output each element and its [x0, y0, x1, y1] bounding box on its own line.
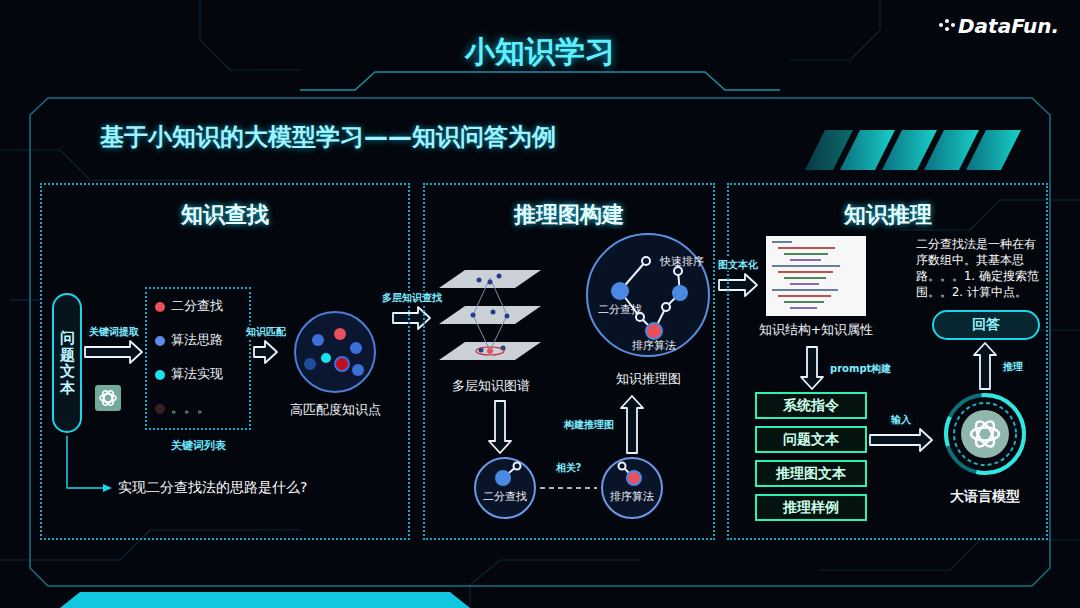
reasoning-graph: 二分查找 快速排序排序算法知识推理图 — [580, 233, 716, 393]
node-text: 。。。 — [171, 400, 249, 416]
flow-arrow — [801, 347, 823, 389]
flow-arrow — [540, 487, 597, 489]
node-text: 关键词列表 — [135, 439, 261, 453]
node-text: 知识结构+知识属性 — [754, 322, 878, 338]
smallB-art — [600, 456, 664, 520]
answer-pill: 回答 — [932, 310, 1040, 340]
node-text: 算法实现 — [171, 366, 249, 382]
layers-art — [433, 258, 548, 376]
list-dot — [155, 370, 165, 380]
match-art — [280, 310, 390, 400]
node-text: 排序算法 — [602, 490, 662, 504]
node-text: 二分查找 — [594, 303, 646, 317]
node-text: 推理图构建 — [425, 201, 713, 229]
flow-arrow — [621, 396, 643, 453]
layered-graph: 多层知识图谱 — [433, 258, 548, 398]
list-dot — [155, 336, 165, 346]
code-art — [760, 236, 872, 318]
prompt-box: 推理图文本 — [755, 460, 867, 487]
node-text: 排序算法 — [628, 339, 680, 353]
keyword-list: 二分查找算法思路算法实现。。。关键词列表 — [145, 287, 251, 465]
node-text: 推理样例 — [783, 499, 839, 517]
smallA-art — [473, 456, 537, 520]
code-line — [784, 253, 828, 255]
code-line — [784, 277, 826, 279]
code-line — [790, 259, 821, 261]
list-dot — [155, 302, 165, 312]
code-line — [772, 241, 792, 243]
knowledge-circle: 高匹配度知识点 — [280, 310, 390, 422]
node-text: 二分查找 — [171, 298, 249, 314]
code-line — [790, 283, 819, 285]
node-text: 问题文本 — [60, 330, 75, 396]
code-line — [778, 247, 835, 249]
flow-arrow — [489, 401, 511, 453]
node-text: 多层知识图谱 — [433, 378, 548, 394]
edge-label: prompt构建 — [828, 362, 893, 375]
page-title: 小知识学习 — [0, 32, 1080, 73]
concept-circle: 排序算法 — [600, 456, 664, 520]
node-text: 回答 — [972, 316, 1000, 334]
code-line — [772, 265, 840, 267]
answer-text: 二分查找法是一种在有序数组中。其基本思路。。。1. 确定搜索范围。。2. 计算中… — [916, 236, 1046, 300]
flow-arrow — [870, 429, 932, 451]
flow-arrow — [974, 343, 996, 389]
node-text: 系统指令 — [783, 397, 839, 415]
node-text: 知识推理图 — [580, 371, 716, 387]
edge-label: 知识匹配 — [244, 325, 288, 338]
concept-circle: 二分查找 — [473, 456, 537, 520]
node-text: 快速排序 — [654, 255, 710, 269]
question-text: 实现二分查找法的思路是什么? — [118, 479, 307, 497]
node-text: 算法思路 — [171, 332, 249, 348]
code-line — [784, 301, 824, 303]
prompt-box: 推理样例 — [755, 494, 867, 521]
edge-label: 推理 — [1001, 360, 1025, 373]
edge-label: 构建推理图 — [562, 418, 616, 431]
node-text: 推理图文本 — [776, 465, 846, 483]
list-dot — [155, 404, 165, 414]
node-text: 知识推理 — [729, 201, 1046, 229]
code-line — [778, 271, 833, 273]
section-panel: 知识查找问题文本 二分查找算法思路算法实现。。。关键词列表 高匹配度知识点 — [40, 183, 410, 540]
node-text: 高匹配度知识点 — [280, 402, 390, 418]
node-text: 知识查找 — [42, 201, 408, 229]
edge-label: 图文本化 — [716, 258, 760, 271]
flow-arrow — [254, 341, 277, 363]
subtitle: 基于小知识的大模型学习——知识问答为例 — [100, 121, 556, 153]
code-line — [772, 289, 838, 291]
code-line — [790, 307, 817, 309]
edge-label: 相关? — [554, 461, 584, 474]
edge-label: 关键词提取 — [87, 325, 141, 338]
edge-label: 多层知识查找 — [380, 291, 444, 304]
edge-label: 输入 — [889, 413, 913, 426]
logo-text: DataFun. — [958, 14, 1059, 38]
node-text: 大语言模型 — [935, 488, 1035, 506]
flow-arrow — [719, 274, 757, 296]
node-text: 问题文本 — [783, 431, 839, 449]
code-line — [778, 295, 831, 297]
llm-art — [935, 392, 1035, 480]
llm-circle: 大语言模型 — [935, 392, 1035, 512]
flow-arrow — [85, 341, 142, 363]
prompt-box: 系统指令 — [755, 392, 867, 419]
question-pill: 问题文本 — [52, 293, 82, 433]
node-text: 二分查找 — [475, 490, 535, 504]
code-image: 知识结构+知识属性 — [760, 236, 872, 344]
prompt-box: 问题文本 — [755, 426, 867, 453]
section-panel: 推理图构建多层知识图谱二分查找快速排序排序算法知识推理图二分查找排序算法 — [423, 183, 715, 540]
